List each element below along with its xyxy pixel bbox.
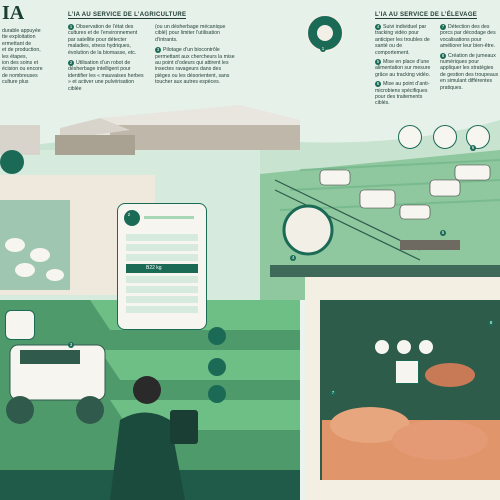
intro-line: tte exploitation: [2, 34, 36, 41]
pig-face-icon: [375, 340, 389, 354]
water-drop-icon: [398, 125, 422, 149]
badge-8: 8: [488, 320, 494, 326]
badge-4: 4: [290, 255, 296, 261]
phone-screen: B22 kg: [117, 203, 207, 330]
list-row[interactable]: [126, 244, 198, 251]
agri-header: L’IA AU SERVICE DE L’AGRICULTURE: [68, 12, 187, 19]
progress-bar: [144, 216, 194, 219]
page-title: IA: [2, 2, 25, 24]
intro-text: durable appuyée tte exploitation ermetta…: [2, 28, 62, 86]
agri-col-2: (ou un désherbage mécanique ciblé) pour …: [155, 24, 237, 86]
badge-5: 5: [440, 230, 446, 236]
elev-header: L’IA AU SERVICE DE L’ÉLEVAGE: [375, 12, 478, 19]
list-row[interactable]: [126, 254, 198, 261]
list-row[interactable]: [126, 286, 198, 293]
pig-face-icon: [419, 340, 433, 354]
badge-6: 6: [470, 145, 476, 151]
pill-icon: [433, 125, 457, 149]
list-row[interactable]: [126, 234, 198, 241]
intro-line: durable appuyée: [2, 28, 41, 34]
intro-line: culture plus: [2, 79, 29, 86]
intro-line: les étapes,: [2, 53, 28, 60]
badge-7: 7: [330, 390, 336, 396]
agri-item: (ou un désherbage mécanique ciblé) pour …: [155, 24, 226, 43]
badge-3: 3: [68, 342, 74, 348]
intro-line: de nombreuses: [2, 72, 38, 79]
pig-face-icon: [397, 340, 411, 354]
list-row[interactable]: [126, 296, 198, 303]
soundwave-icon: [395, 360, 419, 384]
wave-icon: [208, 385, 226, 403]
badge-2: 2: [126, 212, 132, 218]
phone-list: B22 kg: [126, 234, 198, 313]
list-row-selected[interactable]: B22 kg: [126, 264, 198, 273]
molecule-icon: [5, 310, 35, 340]
badge-1: 1: [320, 46, 326, 52]
intro-line: ion des soins et: [2, 60, 39, 67]
intro-line: ermettant de: [2, 40, 32, 47]
microbe-icon: [466, 125, 490, 149]
intro-line: et de production,: [2, 47, 41, 54]
list-row[interactable]: [126, 306, 198, 313]
medical-cross-icon: [208, 358, 226, 376]
gear-icon: [208, 327, 226, 345]
list-row[interactable]: [126, 276, 198, 283]
intro-line: écision ou encore: [2, 66, 43, 73]
